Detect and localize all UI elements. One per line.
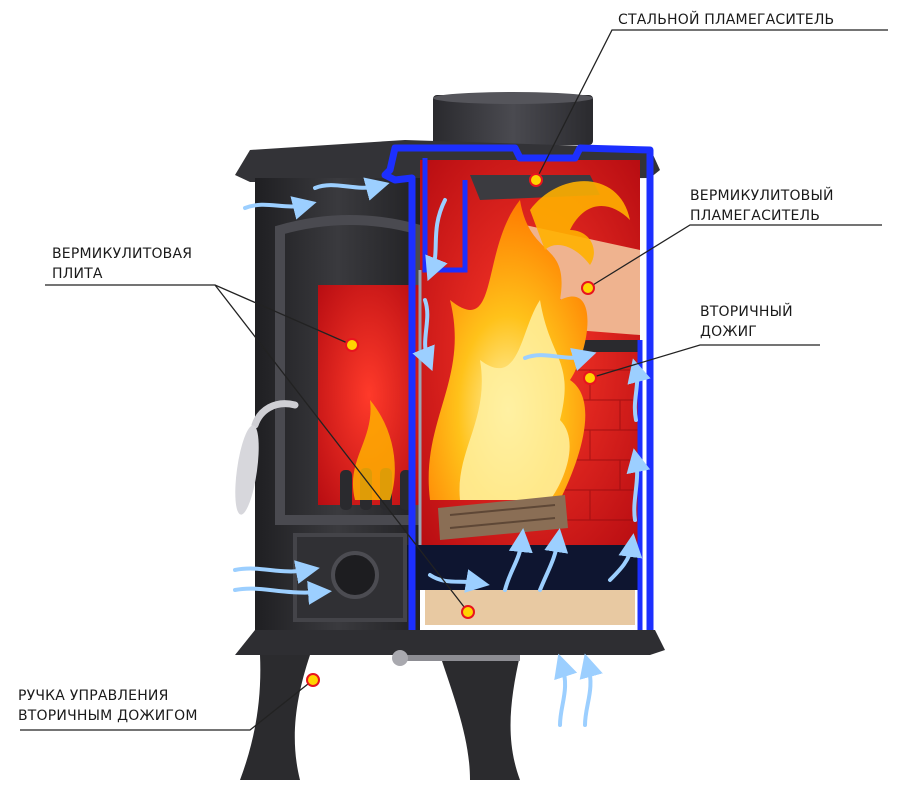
control-rod-knob	[392, 650, 408, 666]
markers	[306, 173, 597, 687]
stove-base	[235, 630, 665, 655]
flue-pipe-top	[433, 92, 593, 104]
label-control-handle: РУЧКА УПРАВЛЕНИЯ ВТОРИЧНЫМ ДОЖИГОМ	[18, 688, 198, 724]
marker-control-handle	[306, 673, 320, 687]
marker-steel-baffle	[529, 173, 543, 187]
marker-vermiculite-baffle	[581, 281, 595, 295]
air-control-knob	[331, 551, 379, 599]
label-vermiculite-plate: ВЕРМИКУЛИТОВАЯ ПЛИТА	[52, 246, 193, 282]
stove-leg-left	[240, 655, 310, 780]
ash-chamber	[405, 545, 640, 590]
label-steel-baffle: СТАЛЬНОЙ ПЛАМЕГАСИТЕЛЬ	[618, 12, 835, 28]
door-handle	[235, 400, 299, 515]
air-flow-arrows	[233, 177, 651, 727]
stove-leg-right	[440, 655, 520, 780]
leader-lines	[20, 29, 888, 731]
marker-vermiculite-base	[461, 605, 475, 619]
vermiculite-baffle	[525, 225, 640, 335]
flames	[352, 181, 630, 500]
vermiculite-base	[425, 590, 635, 625]
label-secondary-burn: ВТОРИЧНЫЙ ДОЖИГ	[700, 304, 793, 340]
label-vermiculite-baffle: ВЕРМИКУЛИТОВЫЙ ПЛАМЕГАСИТЕЛЬ	[690, 188, 834, 224]
marker-secondary-burn	[583, 371, 597, 385]
flue-pipe	[433, 95, 593, 145]
marker-vermiculite-plate	[345, 338, 359, 352]
vermiculite-plate-area	[318, 285, 420, 505]
logs	[438, 495, 568, 540]
